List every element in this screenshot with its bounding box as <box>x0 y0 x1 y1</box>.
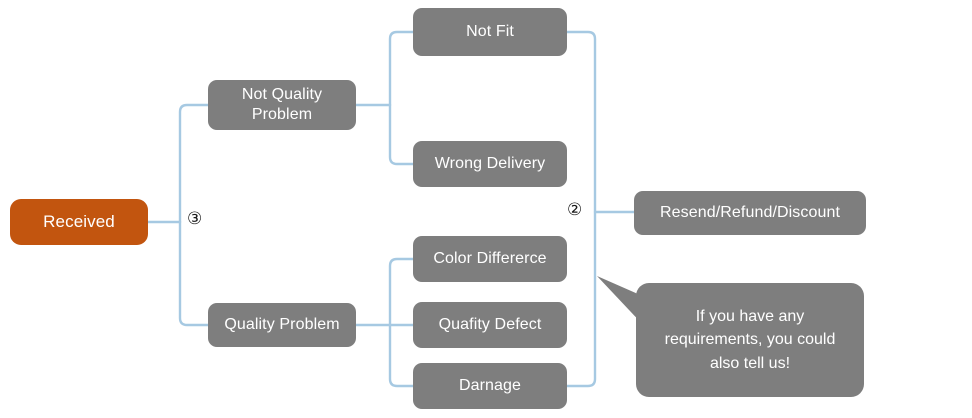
node-not-quality-problem-label: Not Quality Problem <box>241 86 323 123</box>
edge-nqp-to-wrong-delivery <box>388 103 415 166</box>
edge-received-to-not-quality <box>178 103 210 224</box>
node-received-label: Received <box>43 211 115 231</box>
node-quality-problem-label: Quality Problem <box>224 316 340 334</box>
node-not-fit[interactable]: Not Fit <box>413 8 567 56</box>
node-not-quality-problem[interactable]: Not Quality Problem <box>208 80 356 130</box>
node-wrong-delivery-label: Wrong Delivery <box>434 155 546 173</box>
node-color-difference-label: Color Differerce <box>433 250 547 268</box>
edge-qp-to-color-difference <box>388 257 415 327</box>
node-quality-defect[interactable]: Quafity Defect <box>413 302 567 348</box>
node-damage-label: Darnage <box>458 377 522 395</box>
edge-nqp-to-not-fit <box>388 30 415 107</box>
branch-marker-two: ② <box>567 200 583 220</box>
node-resolution[interactable]: Resend/Refund/Discount <box>634 191 866 235</box>
callout-bubble[interactable]: If you have any requirements, you could … <box>636 283 864 397</box>
node-color-difference[interactable]: Color Differerce <box>413 236 567 282</box>
node-wrong-delivery[interactable]: Wrong Delivery <box>413 141 567 187</box>
node-quality-defect-label: Quafity Defect <box>438 316 542 334</box>
node-resolution-label: Resend/Refund/Discount <box>659 204 841 222</box>
edge-qp-to-damage <box>388 323 415 388</box>
callout-bubble-text: If you have any requirements, you could … <box>664 308 836 372</box>
node-damage[interactable]: Darnage <box>413 363 567 409</box>
node-quality-problem[interactable]: Quality Problem <box>208 303 356 347</box>
node-received[interactable]: Received <box>10 199 148 245</box>
edge-received-to-quality <box>178 220 210 327</box>
branch-marker-three: ③ <box>187 209 203 229</box>
node-not-fit-label: Not Fit <box>466 23 514 41</box>
